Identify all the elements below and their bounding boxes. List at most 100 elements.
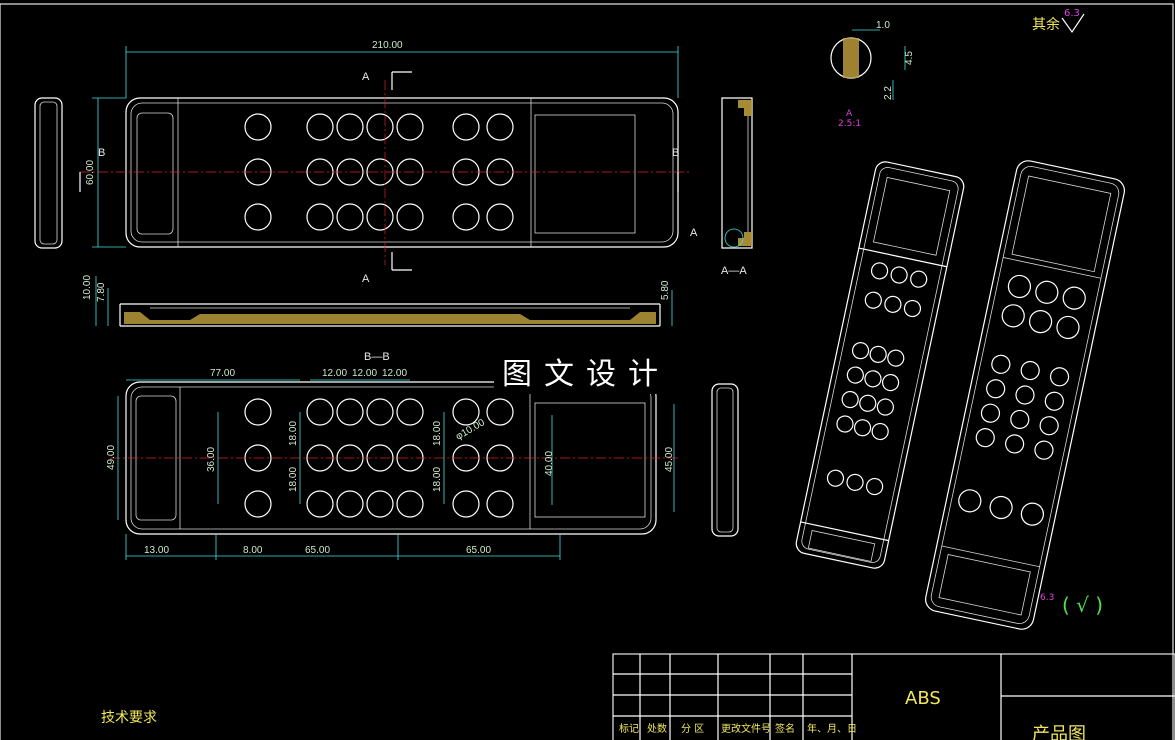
isometric-front-hole (881, 373, 900, 392)
dim-49: 49.00 (106, 445, 117, 470)
isometric-back-hole (1034, 440, 1054, 460)
right-side-view (711, 383, 739, 537)
header-date: 年、月、日 (807, 722, 857, 735)
bottom-view-button-hole (486, 490, 514, 518)
dim-12-a: 12.00 (322, 368, 347, 379)
section-a-a-mark: A (690, 227, 698, 239)
header-mark: 标记 (619, 723, 639, 735)
bottom-view-button-hole (336, 490, 364, 518)
isometric-front-hole (859, 394, 877, 412)
roughness-value: 6.3 (1064, 8, 1080, 19)
dim-12-b: 12.00 (352, 368, 377, 379)
isometric-back-hole (1005, 434, 1025, 454)
dim-77: 77.00 (210, 368, 235, 379)
isometric-back-hole (1049, 367, 1070, 387)
detail-label: A (846, 109, 853, 119)
isometric-front-hole (876, 398, 894, 416)
dim-13: 13.00 (144, 545, 169, 556)
bottom-view-button-hole (306, 490, 334, 518)
bottom-view-button-hole (486, 398, 514, 426)
bottom-view-button-hole (396, 398, 424, 426)
section-b-b: 10.00 7.80 5.80 B—B (82, 275, 673, 363)
isometric-front-hole (884, 295, 902, 313)
bottom-view-button-hole (396, 490, 424, 518)
isometric-front-buttons (826, 262, 928, 496)
isometric-front-hole (826, 469, 845, 487)
isometric-back-hole (1039, 416, 1059, 436)
header-count: 处数 (647, 722, 667, 735)
detail-view: 1.0 4.5 2.2 A 2.5:1 (830, 20, 915, 129)
isometric-front-hole (887, 349, 905, 367)
isometric-front-hole (864, 291, 882, 309)
left-side-view (34, 97, 63, 249)
section-mark-b-right: B (672, 147, 679, 159)
detail-dim-4-5: 4.5 (904, 51, 915, 65)
dim-phi-10: φ10.00 (454, 417, 487, 442)
top-view-button-hole (306, 203, 334, 231)
bottom-view-button-hole (244, 398, 272, 426)
dim-10: 10.00 (82, 275, 93, 300)
header-zone: 分 区 (681, 723, 704, 735)
top-view-button-hole (306, 113, 334, 141)
detail-dim-2-2: 2.2 (883, 86, 894, 100)
top-view-button-hole (366, 203, 394, 231)
top-view: 210.00 60.00 A A B B (79, 40, 690, 285)
detail-scale: 2.5:1 (838, 119, 861, 129)
roughness-note-label: 其余 (1032, 16, 1060, 33)
isometric-front-hole (853, 419, 872, 437)
isometric-back-hole (975, 428, 995, 448)
section-b-b-label: B—B (364, 351, 390, 363)
isometric-back-hole (1001, 304, 1025, 328)
material: ABS (905, 688, 941, 709)
isometric-front-hole (903, 299, 922, 318)
watermark: 图文设计 (502, 357, 670, 392)
section-mark-a-top: A (362, 71, 370, 83)
dim-18-d: 18.00 (432, 467, 443, 492)
isometric-back-hole (1020, 360, 1040, 381)
isometric-front-hole (846, 366, 864, 384)
bottom-view-button-hole (244, 490, 272, 518)
isometric-front-hole (871, 422, 889, 441)
bottom-view: 77.00 12.00 12.00 12.00 49.00 36.00 18.0… (106, 368, 680, 560)
top-view-button-hole (452, 203, 480, 231)
dim-8: 8.00 (243, 545, 263, 556)
detail-dim-1: 1.0 (876, 20, 890, 31)
isometric-front-hole (836, 415, 854, 433)
isometric-front-hole (869, 345, 887, 363)
isometric-front-hole (851, 342, 870, 360)
dim-60: 60.00 (85, 160, 96, 185)
isometric-back (925, 160, 1125, 630)
dim-18-c: 18.00 (432, 421, 443, 446)
dim-65-b: 65.00 (466, 545, 491, 556)
isometric-back-hole (958, 489, 982, 513)
header-signature: 签名 (775, 722, 795, 735)
isometric-back-hole (1044, 391, 1064, 411)
isometric-back-hole (986, 379, 1006, 399)
section-mark-a-bottom: A (362, 273, 370, 285)
isometric-back-hole (1007, 274, 1032, 299)
section-mark-b-left: B (98, 147, 105, 159)
dim-5-8: 5.80 (660, 280, 671, 300)
isometric-back-hole (1028, 310, 1053, 334)
isometric-back-buttons (958, 274, 1086, 526)
top-view-button-hole (336, 113, 364, 141)
top-view-button-hole (244, 203, 272, 231)
drawing-frame (0, 3, 1174, 740)
dim-12-c: 12.00 (382, 368, 407, 379)
bottom-view-button-hole (306, 398, 334, 426)
dim-210: 210.00 (372, 40, 403, 51)
top-view-button-hole (244, 113, 272, 141)
dim-18-a: 18.00 (288, 421, 299, 446)
check-mark: 6.3 ( √ ) (1040, 593, 1103, 617)
bottom-view-button-hole (366, 398, 394, 426)
check-mark-text: ( √ ) (1062, 593, 1103, 617)
tech-requirements: 技术要求 (101, 710, 157, 726)
dim-65-a: 65.00 (305, 545, 330, 556)
section-a-a-label: A—A (721, 265, 747, 277)
header-change-doc: 更改文件号 (721, 722, 771, 735)
bottom-view-button-hole (452, 490, 480, 518)
detail-roughness: 6.3 (1040, 593, 1054, 603)
isometric-front-hole (864, 370, 882, 388)
isometric-back-hole (980, 403, 1001, 423)
